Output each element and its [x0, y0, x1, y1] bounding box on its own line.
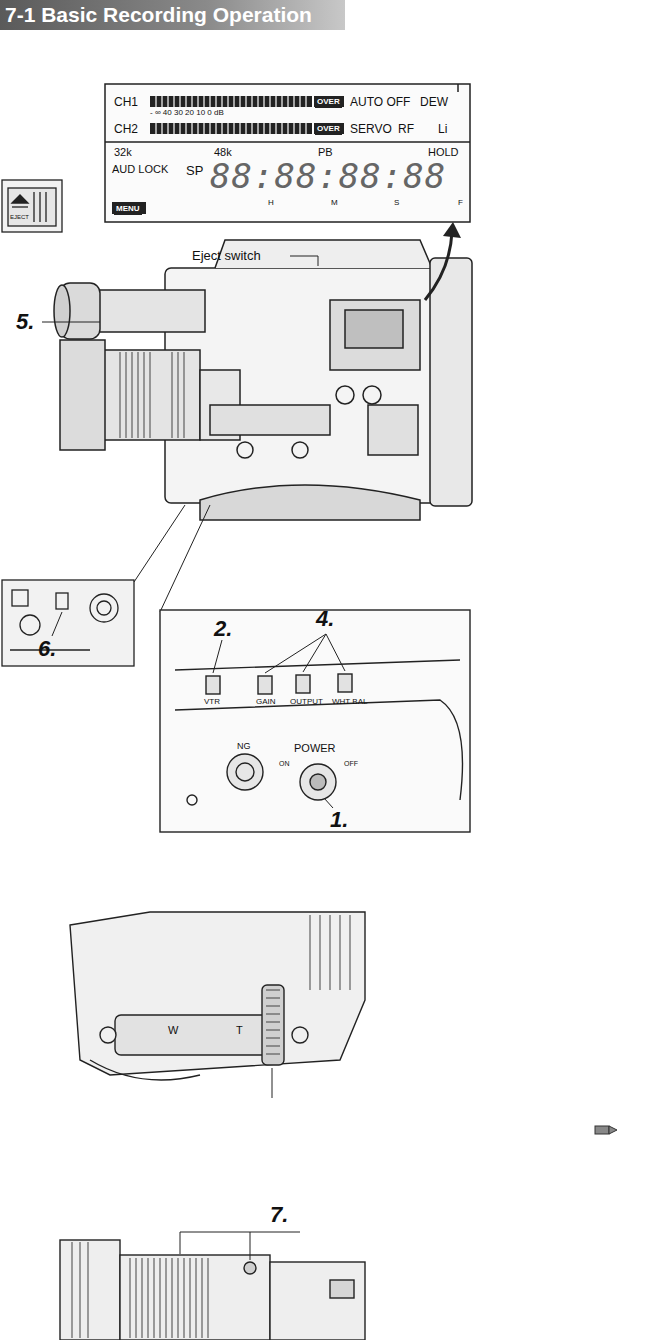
- timecode-digits: 88:88:88:88: [210, 158, 446, 195]
- display-text: Li: [438, 123, 447, 136]
- switch-label: OFF: [344, 760, 358, 768]
- display-text: DEW: [420, 96, 448, 109]
- switch-label: POWER: [294, 742, 336, 754]
- zoom-label: T: [236, 1024, 243, 1036]
- display-text: RF: [398, 123, 414, 136]
- switch-label: GAIN: [256, 698, 276, 707]
- button-text: EJECT: [10, 214, 29, 221]
- display-text: AUTO OFF: [350, 96, 410, 109]
- display-text: SERVO: [350, 123, 392, 136]
- part-name: Eject switch: [192, 249, 261, 263]
- callout-number: 6.: [38, 637, 56, 661]
- callout-number: 5.: [16, 310, 34, 334]
- switch-label: VTR: [204, 698, 220, 707]
- callout-number: 7.: [270, 1203, 288, 1227]
- display-text: CH1: [114, 96, 138, 109]
- display-text: SP: [186, 164, 203, 178]
- display-text: 48k: [214, 146, 232, 158]
- callout-number: 1.: [330, 808, 348, 832]
- display-text: H: [268, 199, 274, 208]
- callout-number: 2.: [214, 617, 232, 641]
- heading-text: 7-1 Basic Recording Operation: [5, 3, 312, 26]
- display-text: OVER: [315, 124, 342, 135]
- display-text: M: [331, 199, 338, 208]
- display-text: F: [458, 199, 463, 208]
- display-text: MENU: [114, 204, 142, 215]
- display-text: AUD LOCK: [112, 163, 168, 175]
- display-text: 32k: [114, 146, 132, 158]
- page-heading: 7-1 Basic Recording Operation: [5, 3, 312, 27]
- display-text: S: [394, 199, 399, 208]
- switch-label: WHT BAL: [332, 698, 367, 707]
- display-text: PB: [318, 146, 333, 158]
- switch-label: ON: [279, 760, 290, 768]
- display-text: HOLD: [428, 146, 459, 158]
- display-text: CH2: [114, 123, 138, 136]
- display-text: OVER: [315, 97, 342, 108]
- callout-number: 4.: [316, 607, 334, 631]
- connector-label: NG: [237, 742, 251, 752]
- zoom-label: W: [168, 1024, 178, 1036]
- meter-scale: - ∞ 40 30 20 10 0 dB: [150, 109, 224, 118]
- switch-label: OUTPUT: [290, 698, 323, 707]
